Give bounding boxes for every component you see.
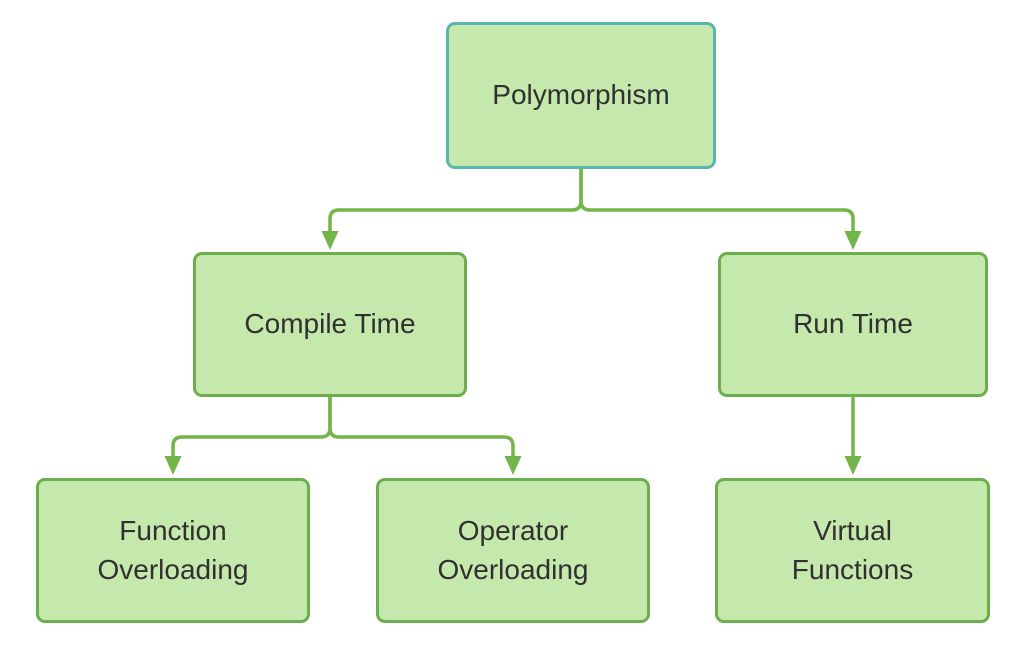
node-polymorphism: Polymorphism	[446, 22, 716, 169]
node-run-time-label: Run Time	[793, 308, 913, 340]
arrowhead-down-icon	[321, 231, 339, 250]
edge-compile-time-to-function-overloading	[164, 397, 332, 475]
edge-polymorphism-to-run-time	[579, 169, 862, 250]
node-operator-overloading-label: Operator Overloading	[437, 515, 589, 585]
node-run-time: Run Time	[718, 252, 988, 397]
edge-compile-time-to-operator-overloading	[328, 397, 522, 475]
node-polymorphism-label: Polymorphism	[492, 79, 670, 111]
arrowhead-down-icon	[164, 456, 182, 475]
edge-polymorphism-to-compile-time	[321, 169, 583, 250]
node-compile-time-label: Compile Time	[244, 308, 416, 340]
node-compile-time: Compile Time	[193, 252, 467, 397]
arrowhead-down-icon	[844, 231, 862, 250]
arrowhead-down-icon	[504, 456, 522, 475]
node-virtual-functions: Virtual Functions	[715, 478, 990, 623]
arrowhead-down-icon	[844, 456, 862, 475]
edge-run-time-to-virtual-functions	[844, 397, 862, 475]
node-function-overloading: Function Overloading	[36, 478, 310, 623]
node-operator-overloading: Operator Overloading	[376, 478, 650, 623]
node-function-overloading-label: Function Overloading	[97, 515, 249, 585]
node-virtual-functions-label: Virtual Functions	[791, 515, 914, 585]
